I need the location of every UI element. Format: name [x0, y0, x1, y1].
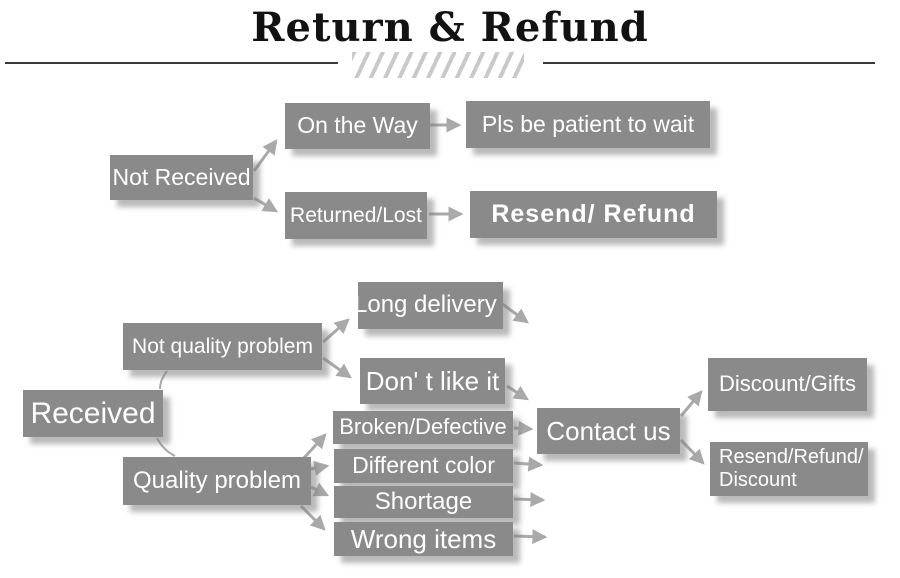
arrow-contact-to-resendrefunddiscount — [679, 438, 705, 465]
node-pls-be-patient: Pls be patient to wait — [466, 101, 710, 148]
arrow-notquality-to-dontlike — [322, 356, 352, 379]
arrow-longdelivery-out — [500, 301, 529, 324]
node-resend-refund: Resend/ Refund — [470, 191, 717, 238]
node-contact-us: Contact us — [537, 408, 680, 454]
node-received: Received — [23, 390, 163, 437]
arrow-notreceived-to-ontheway — [252, 139, 278, 172]
arrow-dontlike-to-contact — [506, 384, 530, 401]
title-rule-right — [543, 62, 875, 64]
arrow-quality-to-broken — [301, 433, 327, 461]
arrow-quality-to-wrongitems — [299, 504, 326, 531]
arrow-quality-to-differentcolor — [310, 460, 330, 476]
node-different-color: Different color — [334, 449, 513, 483]
arrow-notquality-to-longdelivery — [322, 318, 350, 344]
arrow-shortage-out — [513, 492, 546, 508]
page-title: Return & Refund — [251, 4, 649, 51]
node-not-quality-problem: Not quality problem — [123, 323, 322, 370]
arrow-wrongitems-out — [513, 529, 548, 545]
node-long-delivery: Long delivery — [354, 282, 503, 329]
node-resend-refund-discount: Resend/Refund/ Discount — [710, 442, 868, 496]
node-on-the-way: On the Way — [285, 103, 430, 149]
link-notquality-to-received — [159, 370, 168, 390]
arrow-broken-to-contact — [513, 420, 534, 436]
node-wrong-items: Wrong items — [334, 522, 513, 556]
title-hatch-decoration — [352, 52, 524, 78]
arrow-differentcolor-out — [513, 456, 544, 472]
arrow-quality-to-shortage — [310, 482, 330, 497]
link-received-to-quality — [156, 437, 176, 457]
title-rule-left — [5, 62, 338, 64]
node-quality-problem: Quality problem — [123, 457, 311, 505]
arrow-notreceived-to-returnedlost — [253, 196, 279, 213]
arrow-contact-to-discountgifts — [679, 390, 703, 417]
node-not-received: Not Received — [110, 155, 253, 200]
node-returned-lost: Returned/Lost — [285, 192, 427, 239]
node-dont-like-it: Don' t like it — [360, 358, 505, 404]
node-shortage: Shortage — [334, 486, 513, 518]
node-broken-defective: Broken/Defective — [333, 411, 513, 444]
node-discount-gifts: Discount/Gifts — [708, 358, 867, 411]
